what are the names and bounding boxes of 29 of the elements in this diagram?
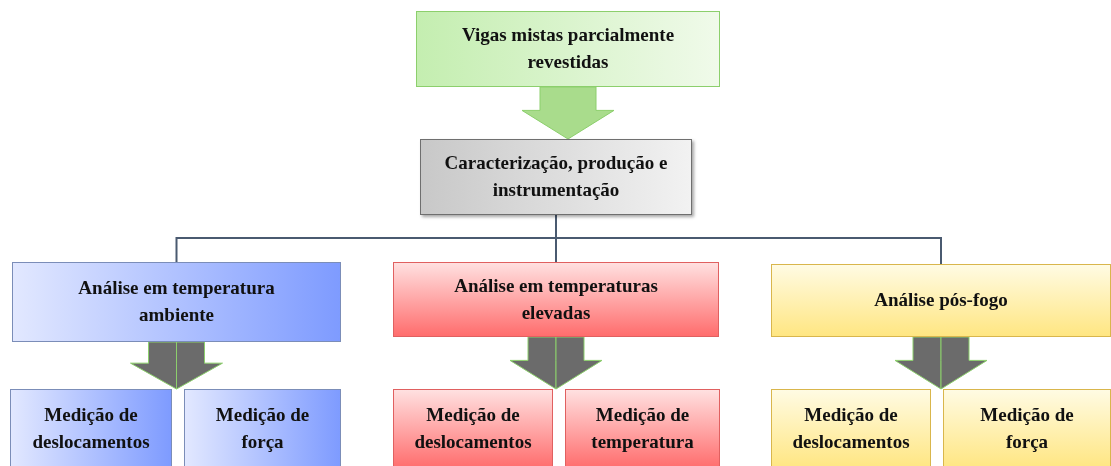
node-label: Caracterização, produção e instrumentação xyxy=(443,151,669,202)
analysis-box xyxy=(12,262,341,342)
block-arrow xyxy=(521,86,615,140)
measurement-box xyxy=(393,389,553,466)
node-label: Medição de temperatura xyxy=(590,403,695,454)
process-box xyxy=(420,139,692,215)
title-box xyxy=(416,11,720,87)
node-label: Medição de força xyxy=(214,403,311,454)
block-arrow xyxy=(940,336,988,390)
analysis-box xyxy=(393,262,719,337)
block-arrow xyxy=(509,336,557,390)
block-arrow xyxy=(176,341,223,390)
block-arrow xyxy=(894,336,942,390)
block-arrow xyxy=(555,336,603,390)
node-label: Medição de deslocamentos xyxy=(31,403,151,454)
block-arrow xyxy=(130,341,177,390)
measurement-box xyxy=(10,389,172,466)
measurement-box xyxy=(771,389,931,466)
measurement-box xyxy=(943,389,1111,466)
node-label: Análise em temperatura ambiente xyxy=(77,276,276,327)
node-label: Medição de deslocamentos xyxy=(413,403,533,454)
node-label: Análise em temperaturas elevadas xyxy=(453,273,659,325)
measurement-box xyxy=(565,389,720,466)
node-label: Análise pós-fogo xyxy=(874,288,1008,313)
node-label: Vigas mistas parcialmente revestidas xyxy=(460,23,676,74)
measurement-box xyxy=(184,389,341,466)
node-label: Medição de força xyxy=(979,403,1075,454)
node-label: Medição de deslocamentos xyxy=(791,403,911,454)
analysis-box xyxy=(771,264,1111,337)
